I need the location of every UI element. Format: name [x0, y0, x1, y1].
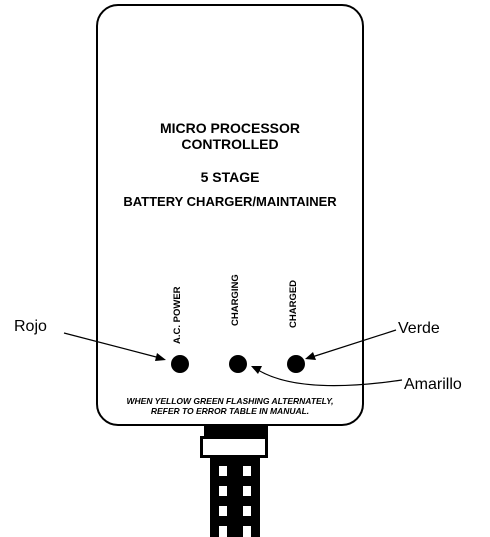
arrow-verde	[305, 330, 396, 360]
cable-icon	[210, 458, 260, 537]
callout-amarillo: Amarillo	[404, 376, 462, 394]
callout-rojo: Rojo	[14, 318, 47, 336]
arrow-amarillo	[251, 366, 402, 386]
callout-verde: Verde	[398, 320, 440, 338]
arrow-rojo	[64, 333, 166, 361]
